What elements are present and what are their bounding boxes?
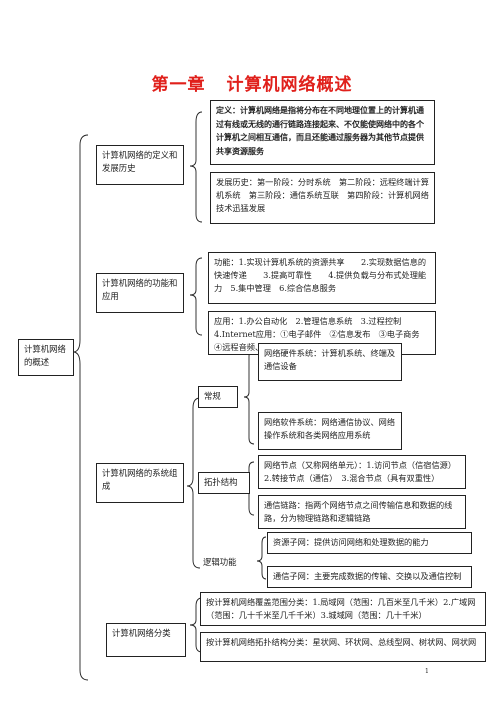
function-node: 计算机网络的功能和应用 [96, 273, 184, 313]
hardware-box: 网络硬件系统：计算机系统、终端及通信设备 [258, 343, 402, 381]
comm-link-text: 通信链路：指两个网络节点之间传输信息和数据的线路，分为物理链路和逻辑链路 [264, 500, 453, 523]
topology-class-text: 按计算机网络拓扑结构分类：星状网、环状网、总线型网、树状网、网状网 [206, 637, 477, 647]
conventional-label: 常规 [204, 391, 221, 401]
root-brace [72, 134, 89, 681]
range-class-box: 按计算机网络覆盖范围分类：1.局域网（范围：几百米至几千米）2.广域网（范围：几… [200, 592, 486, 626]
hardware-text: 网络硬件系统：计算机系统、终端及通信设备 [264, 348, 396, 371]
topology-class-box: 按计算机网络拓扑结构分类：星状网、环状网、总线型网、树状网、网状网 [200, 632, 486, 662]
logic-brace [256, 536, 267, 580]
software-box: 网络软件系统：网络通信协议、网络操作系统和各类网络应用系统 [258, 412, 402, 450]
page-number: 1 [425, 668, 429, 675]
network-node-box: 网络节点（又称网络单元）：1.访问节点（信宿信源） 2.转接节点（通信） 3.混… [258, 455, 466, 489]
logic-label: 逻辑功能 [203, 557, 237, 567]
classification-node: 计算机网络分类 [106, 623, 186, 657]
resource-subnet-text: 资源子网：提供访问网络和处理数据的能力 [273, 537, 429, 547]
function-label: 计算机网络的功能和应用 [102, 278, 178, 301]
software-text: 网络软件系统：网络通信协议、网络操作系统和各类网络应用系统 [264, 417, 396, 440]
function-box: 功能：1.实现计算机系统的资源共享 2.实现数据信息的快速传递 3.提高可靠性 … [208, 252, 436, 304]
history-box: 发展历史：第一阶段：分时系统 第二阶段：远程终端计算机系统 第三阶段：通信系统互… [210, 172, 435, 224]
network-node-text: 网络节点（又称网络单元）：1.访问节点（信宿信源） 2.转接节点（通信） 3.混… [264, 460, 461, 483]
definition-label: 计算机网络的定义和发展历史 [102, 150, 178, 173]
conventional-brace [243, 349, 255, 445]
conventional-node: 常规 [198, 386, 238, 408]
comm-subnet-box: 通信子网：主要完成数据的传输、交换以及通信控制 [267, 566, 472, 588]
definition-box: 定义：计算机网络是指将分布在不同地理位置上的计算机通过有线或无线的通行链路连接起… [210, 100, 435, 165]
comm-subnet-text: 通信子网：主要完成数据的传输、交换以及通信控制 [273, 571, 462, 581]
range-class-text: 按计算机网络覆盖范围分类：1.局域网（范围：几百米至几千米）2.广域网（范围：几… [206, 597, 476, 620]
function-brace [189, 257, 203, 336]
root-node: 计算机网络的概述 [18, 339, 74, 376]
definition-text: 定义：计算机网络是指将分布在不同地理位置上的计算机通过有线或无线的通行链路连接起… [216, 106, 424, 156]
resource-subnet-box: 资源子网：提供访问网络和处理数据的能力 [267, 532, 472, 554]
page-title: 第一章 计算机网络概述 [151, 75, 353, 95]
application-text: 应用：1.办公自动化 2.管理信息系统 3.过程控制 4.Internet应用：… [214, 316, 428, 352]
root-label: 计算机网络的概述 [24, 344, 66, 367]
system-node: 计算机网络的系统组成 [96, 463, 184, 503]
history-text: 发展历史：第一阶段：分时系统 第二阶段：远程终端计算机系统 第三阶段：通信系统互… [216, 177, 429, 213]
topology-node: 拓扑结构 [198, 472, 250, 494]
comm-link-box: 通信链路：指两个网络节点之间传输信息和数据的线路，分为物理链路和逻辑链路 [258, 495, 466, 529]
definition-node: 计算机网络的定义和发展历史 [96, 145, 184, 185]
definition-brace [189, 111, 203, 223]
system-label: 计算机网络的系统组成 [102, 468, 178, 491]
classification-brace [189, 597, 203, 653]
classification-label: 计算机网络分类 [112, 628, 171, 638]
function-text: 功能：1.实现计算机系统的资源共享 2.实现数据信息的快速传递 3.提高可靠性 … [214, 257, 427, 293]
topology-label: 拓扑结构 [204, 477, 238, 487]
system-brace [186, 397, 201, 569]
